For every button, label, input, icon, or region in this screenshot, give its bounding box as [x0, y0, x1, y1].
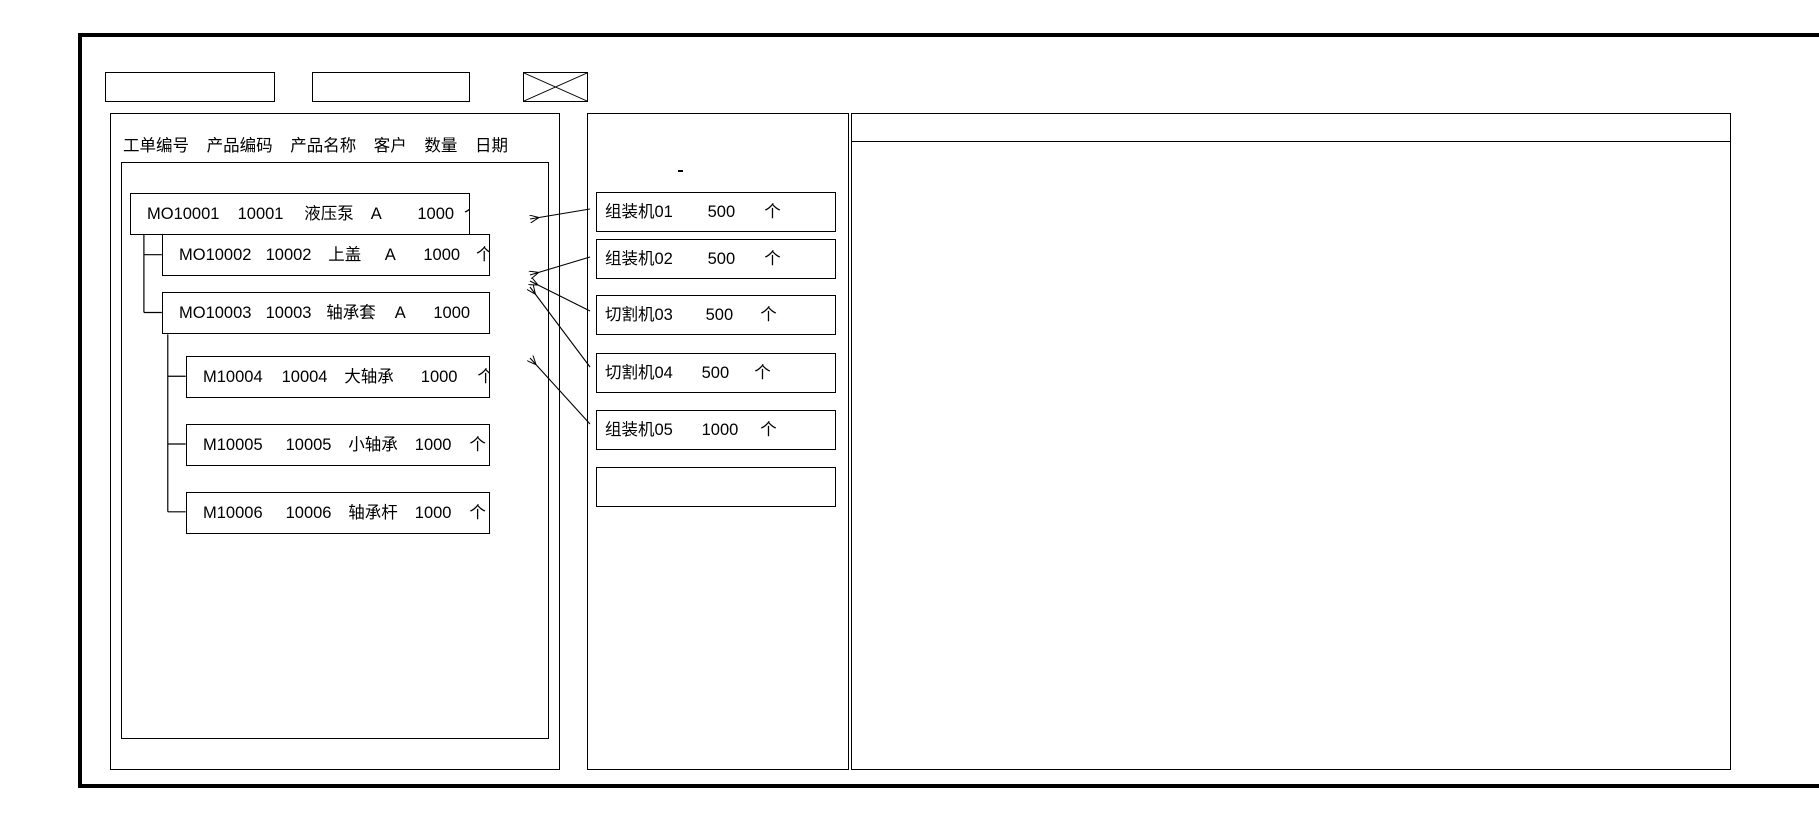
row-qty: 1000: [423, 246, 461, 264]
row-product-name: 液压泵: [304, 205, 354, 223]
toolbar-box-1[interactable]: [105, 72, 275, 102]
work-order-row[interactable]: MO10003 10003 轴承套 A 1000 个: [162, 292, 490, 334]
operation-qty: 500: [707, 250, 736, 268]
row-product-code: 10005: [285, 436, 332, 454]
row-product-name: 小轴承: [348, 436, 398, 454]
work-order-row[interactable]: MO10001 10001 液压泵 A 1000 个: [130, 193, 470, 235]
operation-qty: 500: [705, 306, 734, 324]
operation-qty: 500: [707, 203, 736, 221]
row-product-name: 大轴承: [344, 368, 394, 386]
work-order-panel: 工单编号 产品编码 产品名称 客户 数量 日期: [110, 113, 560, 770]
x-cross-icon: [524, 73, 587, 101]
work-order-row[interactable]: M10005 10005 小轴承 1000 个: [186, 424, 490, 466]
operation-unit: 个: [760, 421, 777, 439]
row-order-no: M10005: [203, 436, 263, 454]
operation-row[interactable]: 切割机03 500 个: [596, 295, 836, 335]
row-product-code: 10003: [265, 304, 312, 322]
toolbar-box-2[interactable]: [312, 72, 470, 102]
operation-row[interactable]: 切割机04 500 个: [596, 353, 836, 393]
row-unit: 个: [469, 436, 486, 454]
row-unit: 个: [469, 504, 486, 522]
work-order-row[interactable]: MO10002 10002 上盖 A 1000 个: [162, 234, 490, 276]
row-qty: 1000: [414, 436, 452, 454]
row-unit: 个: [476, 235, 489, 275]
row-product-name: 轴承套: [326, 304, 376, 322]
row-product-code: 10004: [281, 368, 328, 386]
operation-machine: 组装机05: [605, 421, 673, 439]
operation-unit: 个: [764, 250, 781, 268]
detail-panel-header-divider: [850, 141, 1731, 142]
operation-unit: 个: [754, 364, 771, 382]
operation-row[interactable]: 组装机02 500 个: [596, 239, 836, 279]
operation-machine: 切割机03: [605, 306, 673, 324]
operation-qty: 500: [701, 364, 730, 382]
row-order-no: M10006: [203, 504, 263, 522]
operation-machine: 组装机02: [605, 250, 673, 268]
row-qty: 1000: [433, 304, 471, 322]
column-header-product-name: 产品名称: [290, 137, 357, 155]
row-unit: 个: [464, 194, 469, 234]
row-qty: 1000: [417, 205, 455, 223]
column-header-product-code: 产品编码: [206, 137, 273, 155]
operation-row[interactable]: 组装机05 1000 个: [596, 410, 836, 450]
row-unit: 个: [477, 357, 489, 397]
operation-panel: 组装机01 500 个 组装机02 500 个 切割机03 500 个 切割机0…: [587, 113, 849, 770]
row-product-name: 上盖: [328, 246, 362, 264]
row-product-code: 10002: [265, 246, 312, 264]
row-order-no: MO10002: [179, 246, 252, 264]
work-order-column-headers: 工单编号 产品编码 产品名称 客户 数量 日期: [123, 132, 508, 156]
row-customer: A: [370, 205, 382, 223]
row-product-code: 10006: [285, 504, 332, 522]
row-customer: A: [394, 304, 406, 322]
operation-unit: 个: [760, 306, 777, 324]
column-header-qty: 数量: [424, 137, 458, 155]
work-order-list-container: MO10001 10001 液压泵 A 1000 个 MO10002 10002…: [121, 162, 549, 739]
work-order-row[interactable]: M10006 10006 轴承杆 1000 个: [186, 492, 490, 534]
column-header-order-no: 工单编号: [123, 137, 189, 155]
operation-row[interactable]: 组装机01 500 个: [596, 192, 836, 232]
dot-marker-icon: [678, 170, 683, 172]
operation-machine: 切割机04: [605, 364, 673, 382]
row-qty: 1000: [414, 504, 452, 522]
row-product-name: 轴承杆: [348, 504, 398, 522]
work-order-row[interactable]: M10004 10004 大轴承 1000 个: [186, 356, 490, 398]
row-order-no: MO10001: [147, 205, 220, 223]
row-order-no: M10004: [203, 368, 263, 386]
column-header-customer: 客户: [373, 137, 407, 155]
operation-machine: 组装机01: [605, 203, 673, 221]
operation-row[interactable]: [596, 467, 836, 507]
column-header-date: 日期: [474, 137, 508, 155]
toolbar-box-3[interactable]: [523, 72, 588, 102]
row-order-no: MO10003: [179, 304, 252, 322]
detail-panel: [850, 113, 1731, 770]
operation-qty: 1000: [701, 421, 739, 439]
row-product-code: 10001: [237, 205, 284, 223]
row-customer: A: [384, 246, 396, 264]
operation-unit: 个: [764, 203, 781, 221]
row-qty: 1000: [420, 368, 458, 386]
